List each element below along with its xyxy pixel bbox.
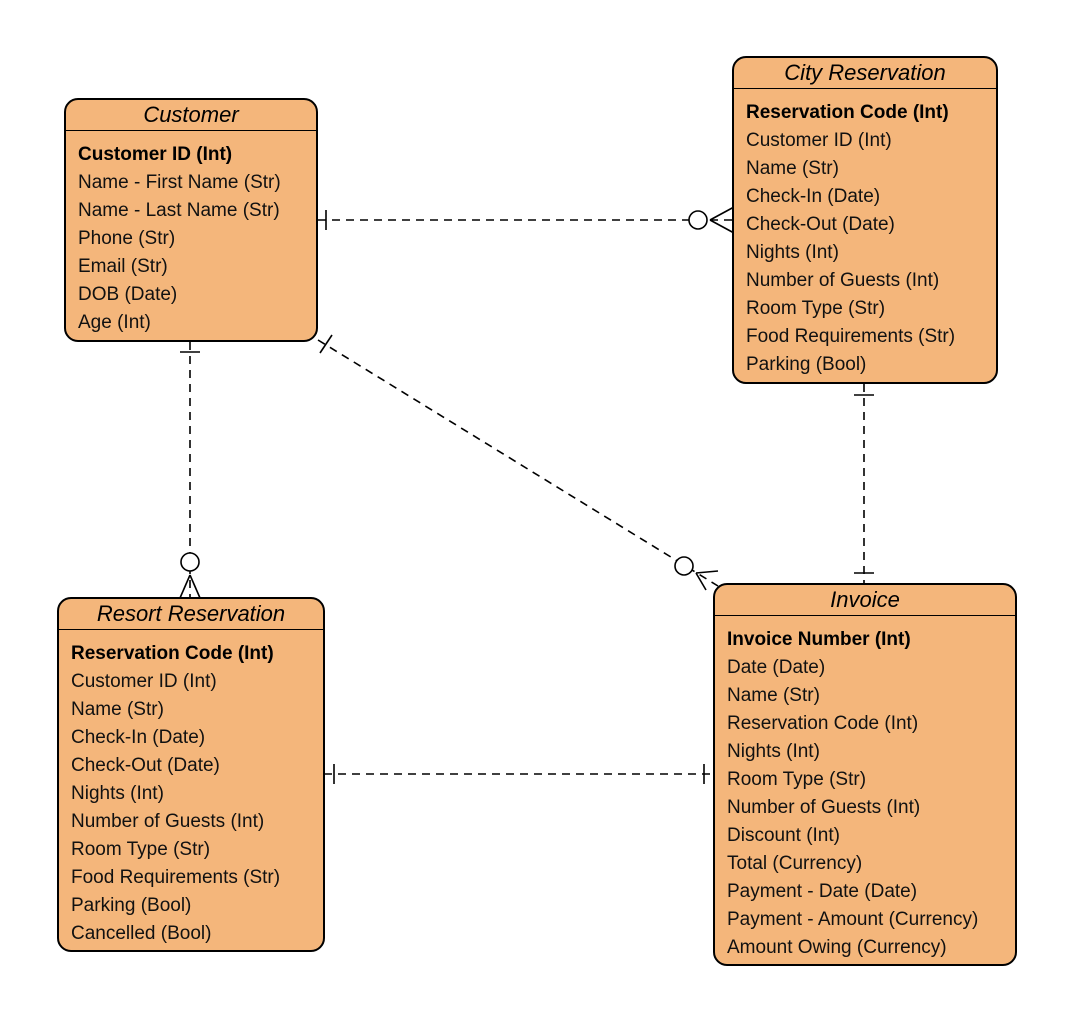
attribute: Name (Str) bbox=[727, 685, 820, 706]
relationship-customer-invoice bbox=[317, 334, 719, 591]
attribute: Check-In (Date) bbox=[71, 727, 206, 748]
attribute: Date (Date) bbox=[727, 657, 826, 678]
relationship-customer-resort bbox=[179, 342, 201, 599]
attribute: Room Type (Str) bbox=[71, 839, 211, 860]
primary-key-attribute: Invoice Number (Int) bbox=[727, 629, 911, 650]
attribute: Payment - Amount (Currency) bbox=[727, 909, 979, 930]
attribute: Name (Str) bbox=[746, 158, 839, 179]
attribute: Number of Guests (Int) bbox=[71, 811, 265, 832]
attribute: Check-Out (Date) bbox=[746, 214, 895, 235]
entity-city-reservation[interactable]: City Reservation Reservation Code (Int) … bbox=[732, 56, 998, 384]
attribute: Check-In (Date) bbox=[746, 186, 881, 207]
entity-title: Resort Reservation bbox=[59, 599, 323, 630]
entity-title: City Reservation bbox=[734, 58, 996, 89]
attribute: Age (Int) bbox=[78, 312, 151, 333]
entity-invoice[interactable]: Invoice Invoice Number (Int) Date (Date)… bbox=[713, 583, 1017, 966]
attribute: Check-Out (Date) bbox=[71, 755, 220, 776]
attribute: Food Requirements (Str) bbox=[71, 867, 281, 888]
attribute-list: Customer ID (Int) Name - First Name (Str… bbox=[66, 131, 316, 337]
attribute: Number of Guests (Int) bbox=[727, 797, 921, 818]
attribute: Reservation Code (Int) bbox=[727, 713, 919, 734]
attribute: DOB (Date) bbox=[78, 284, 178, 305]
primary-key-attribute: Customer ID (Int) bbox=[78, 144, 233, 165]
attribute: Room Type (Str) bbox=[746, 298, 886, 319]
attribute: Nights (Int) bbox=[727, 741, 820, 762]
entity-title: Invoice bbox=[715, 585, 1015, 616]
attribute: Total (Currency) bbox=[727, 853, 863, 874]
attribute: Name - First Name (Str) bbox=[78, 172, 281, 193]
attribute: Nights (Int) bbox=[746, 242, 839, 263]
attribute: Customer ID (Int) bbox=[746, 130, 892, 151]
attribute: Nights (Int) bbox=[71, 783, 164, 804]
relationship-resort-invoice bbox=[324, 764, 714, 784]
attribute: Cancelled (Bool) bbox=[71, 923, 212, 944]
attribute-list: Reservation Code (Int) Customer ID (Int)… bbox=[734, 89, 996, 379]
attribute-list: Invoice Number (Int) Date (Date) Name (S… bbox=[715, 616, 1015, 962]
attribute: Room Type (Str) bbox=[727, 769, 867, 790]
attribute: Parking (Bool) bbox=[71, 895, 192, 916]
attribute: Food Requirements (Str) bbox=[746, 326, 956, 347]
attribute: Name - Last Name (Str) bbox=[78, 200, 280, 221]
attribute: Customer ID (Int) bbox=[71, 671, 217, 692]
attribute: Phone (Str) bbox=[78, 228, 176, 249]
relationship-customer-city bbox=[318, 206, 735, 234]
attribute: Number of Guests (Int) bbox=[746, 270, 940, 291]
relationship-city-invoice bbox=[854, 384, 874, 584]
primary-key-attribute: Reservation Code (Int) bbox=[746, 102, 949, 123]
primary-key-attribute: Reservation Code (Int) bbox=[71, 643, 274, 664]
entity-title: Customer bbox=[66, 100, 316, 131]
entity-resort-reservation[interactable]: Resort Reservation Reservation Code (Int… bbox=[57, 597, 325, 952]
entity-customer[interactable]: Customer Customer ID (Int) Name - First … bbox=[64, 98, 318, 342]
attribute-list: Reservation Code (Int) Customer ID (Int)… bbox=[59, 630, 323, 948]
attribute: Parking (Bool) bbox=[746, 354, 867, 375]
attribute: Payment - Date (Date) bbox=[727, 881, 918, 902]
attribute: Email (Str) bbox=[78, 256, 168, 277]
attribute: Name (Str) bbox=[71, 699, 164, 720]
attribute: Discount (Int) bbox=[727, 825, 840, 846]
attribute: Amount Owing (Currency) bbox=[727, 937, 947, 958]
